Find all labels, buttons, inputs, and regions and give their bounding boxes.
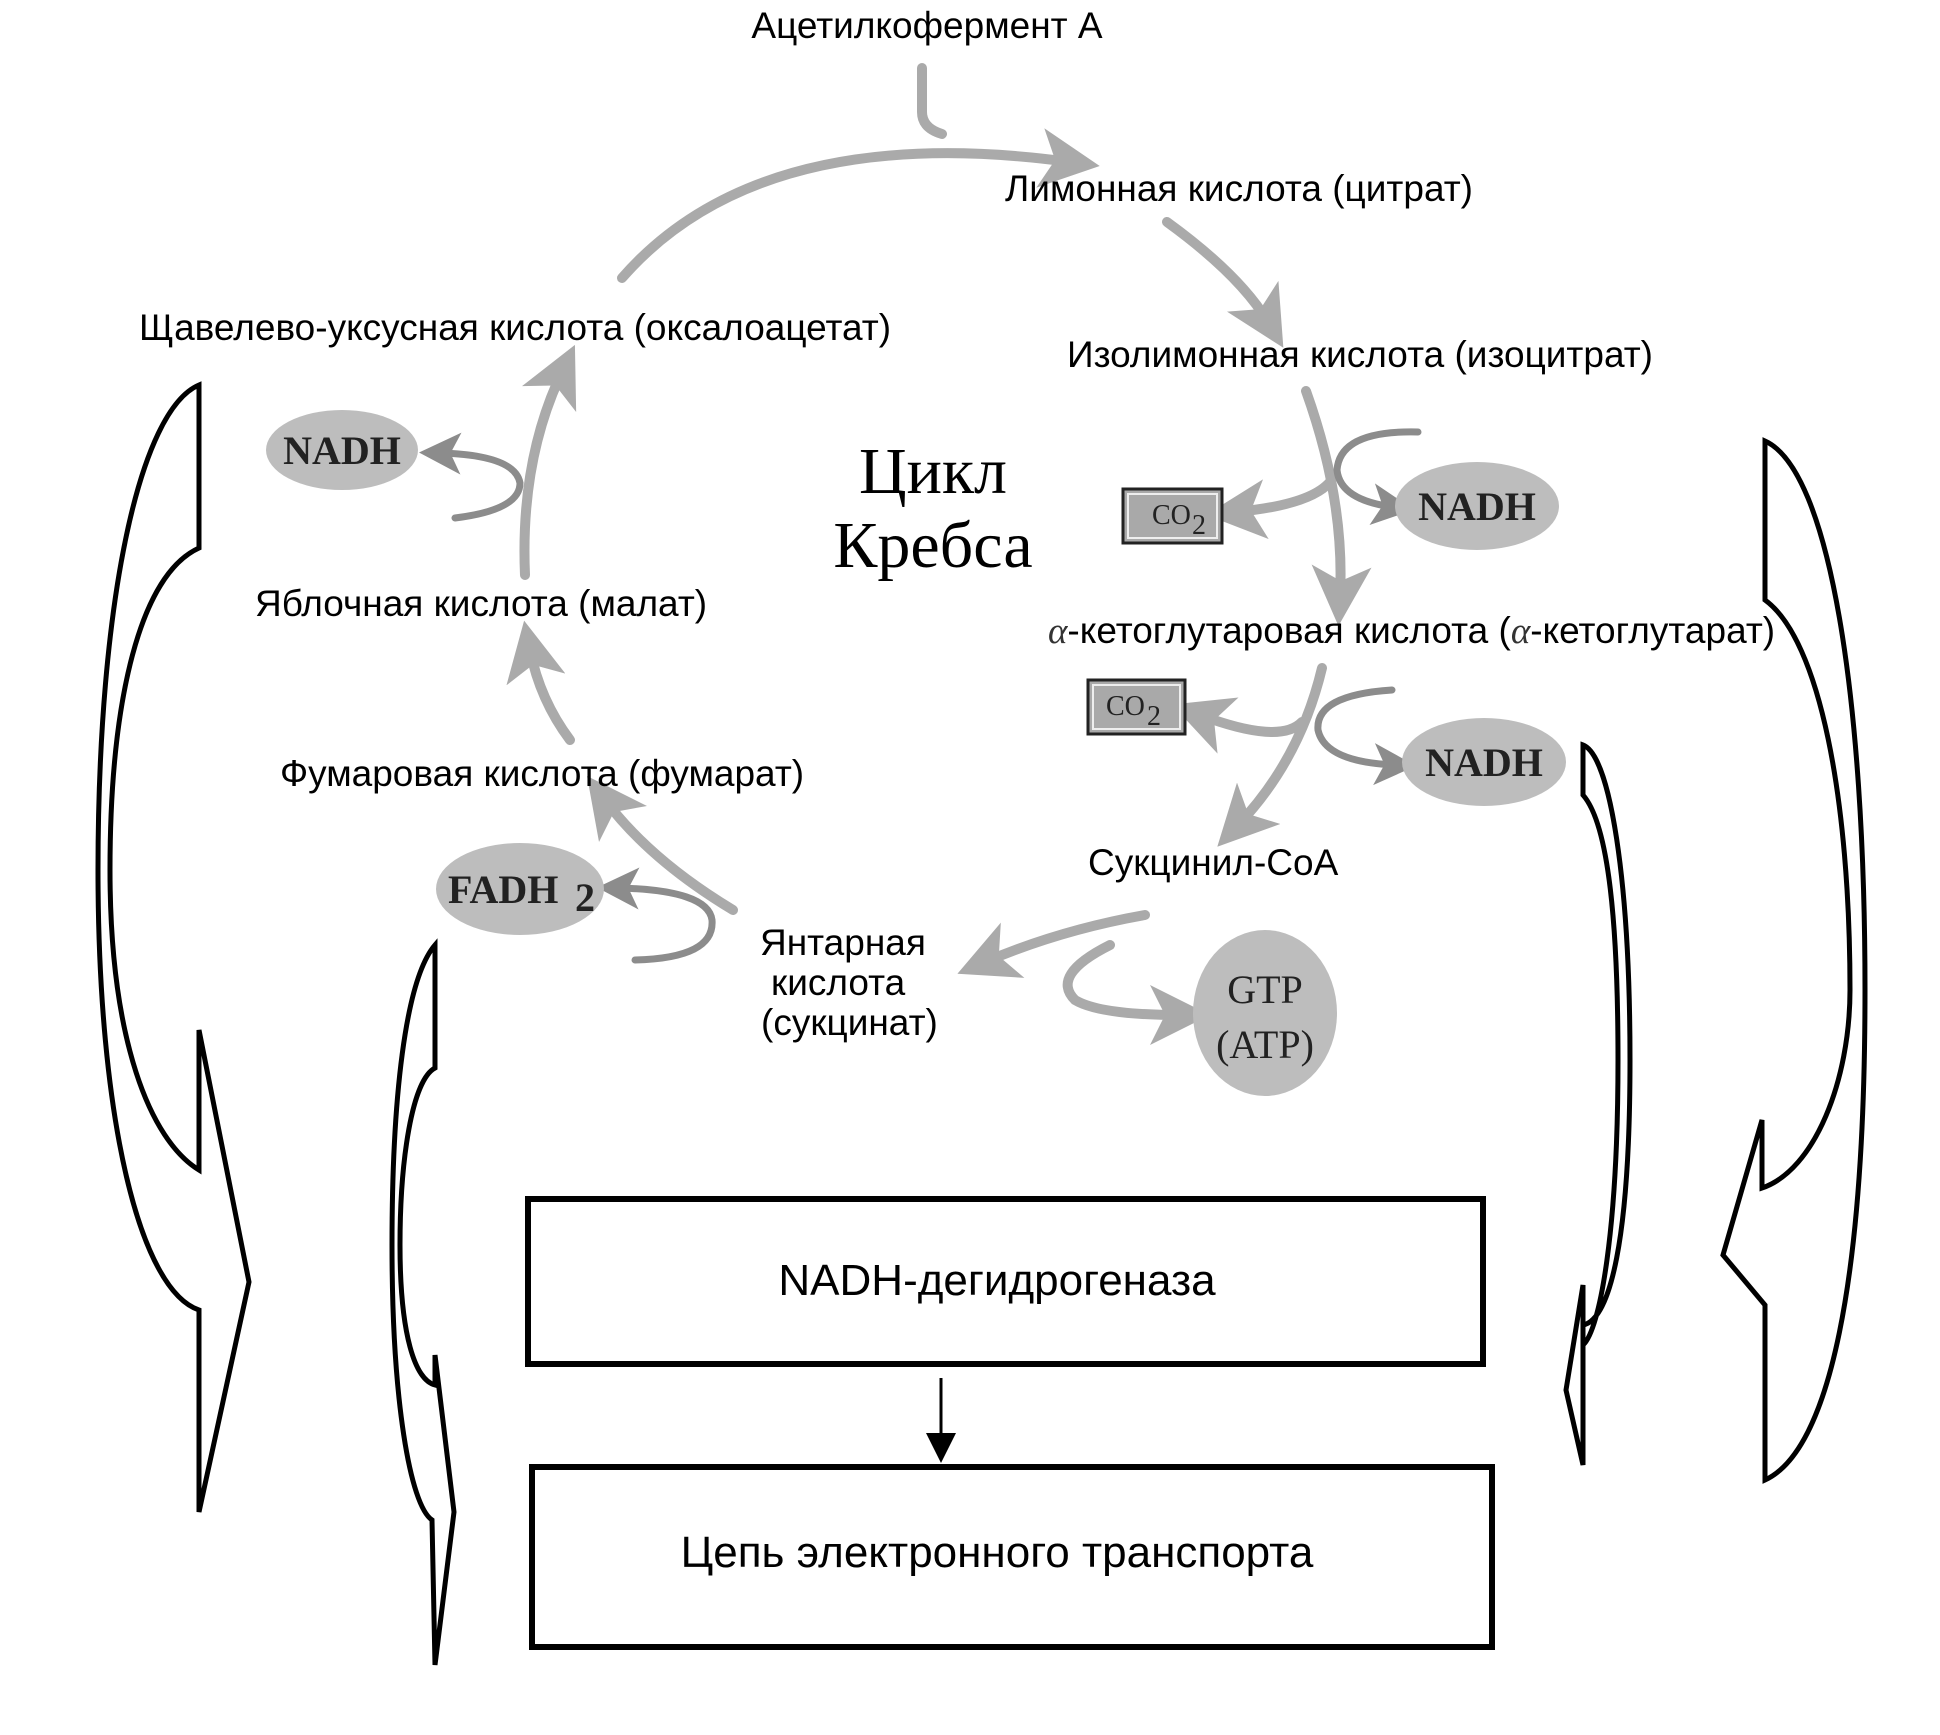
citrate-label: Лимонная кислота (цитрат) (1005, 168, 1473, 209)
isocitrate-to-co2-arrow (1206, 477, 1335, 540)
gtp-atp-badge: GTP (ATP) (1193, 930, 1337, 1096)
co2-ketoglutarate-box: CO 2 (1086, 678, 1187, 736)
svg-text:NADH: NADH (283, 428, 401, 473)
nadh-malate-badge: NADH (266, 410, 418, 490)
right-outer-curved-arrow (1720, 437, 1868, 1484)
succinate-fadh2-side-arrow (597, 867, 716, 964)
svg-text:NADH: NADH (1425, 740, 1543, 785)
succinate-label-line2: кислота (771, 962, 906, 1003)
svg-text:NADH-дегидрогеназа: NADH-дегидрогеназа (778, 1256, 1216, 1305)
svg-text:FADH: FADH (448, 867, 558, 912)
fumarate-label: Фумаровая кислота (фумарат) (280, 753, 804, 794)
left-inner-curved-arrow (389, 938, 457, 1666)
alpha-symbol: α (1048, 611, 1069, 652)
isocitrate-to-ketoglutarate-arrow (1301, 386, 1372, 626)
acetyl-coa-label: Ацетилкофермент А (751, 5, 1102, 46)
succinate-to-fumarate-arrow (586, 776, 738, 915)
ketoglutarate-suffix: -кетоглутарат) (1530, 610, 1775, 651)
nadh-dehydrogenase-box: NADH-дегидрогеназа (525, 1196, 1486, 1367)
right-inner-curved-arrow (1563, 741, 1633, 1466)
left-outer-curved-arrow (95, 381, 252, 1513)
ketoglutarate-name: -кетоглутаровая кислота ( (1067, 610, 1511, 651)
succinate-label-line1: Янтарная (760, 922, 926, 963)
svg-text:NADH: NADH (1418, 484, 1536, 529)
nadh-ketoglutarate-badge: NADH (1402, 718, 1566, 806)
svg-text:GTP: GTP (1227, 967, 1303, 1012)
ketoglutarate-to-succinylcoa-arrow (1217, 663, 1327, 847)
isocitrate-nadh-side-arrow (1333, 428, 1422, 526)
nadh-isocitrate-badge: NADH (1395, 462, 1559, 550)
isocitrate-label: Изолимонная кислота (изоцитрат) (1067, 334, 1653, 375)
alpha-symbol-2: α (1511, 611, 1532, 652)
svg-text:2: 2 (575, 875, 595, 920)
gtp-branch-arrow (1062, 940, 1210, 1045)
co2-isocitrate-box: CO 2 (1121, 487, 1224, 545)
svg-text:(ATP): (ATP) (1216, 1022, 1314, 1067)
svg-text:2: 2 (1147, 701, 1161, 732)
svg-text:2: 2 (1192, 510, 1206, 541)
svg-text:CO: CO (1152, 500, 1191, 531)
alpha-ketoglutarate-label: α-кетоглутаровая кислота (α-кетоглутарат… (1048, 610, 1775, 652)
cycle-title-line1: Цикл (859, 435, 1007, 508)
ketoglutarate-nadh-side-arrow (1314, 686, 1416, 786)
acetyl-coa-entry-arrow (917, 63, 947, 139)
succinyl-coa-label: Сукцинил-CoA (1088, 842, 1339, 883)
malate-nadh-side-arrow (419, 432, 524, 522)
fumarate-to-malate-arrow (506, 620, 575, 745)
ketoglutarate-to-co2-arrow (1171, 697, 1307, 754)
oxaloacetate-to-citrate-arrow (617, 128, 1100, 283)
svg-text:CO: CO (1106, 691, 1145, 722)
succinate-label-line3: (сукцинат) (761, 1002, 938, 1043)
succinylcoa-to-succinate-arrow (957, 910, 1150, 978)
citrate-to-isocitrate-arrow (1162, 217, 1284, 348)
cycle-title-line2: Кребса (833, 509, 1032, 582)
malate-label: Яблочная кислота (малат) (255, 583, 707, 624)
fadh2-badge: FADH 2 (436, 843, 604, 935)
malate-to-oxaloacetate-arrow (519, 344, 577, 580)
oxaloacetate-label: Щавелево-уксусная кислота (оксалоацетат) (139, 307, 891, 348)
electron-transport-chain-box: Цепь электронного транспорта (529, 1464, 1495, 1650)
svg-text:Цепь электронного транспорта: Цепь электронного транспорта (681, 1528, 1314, 1577)
